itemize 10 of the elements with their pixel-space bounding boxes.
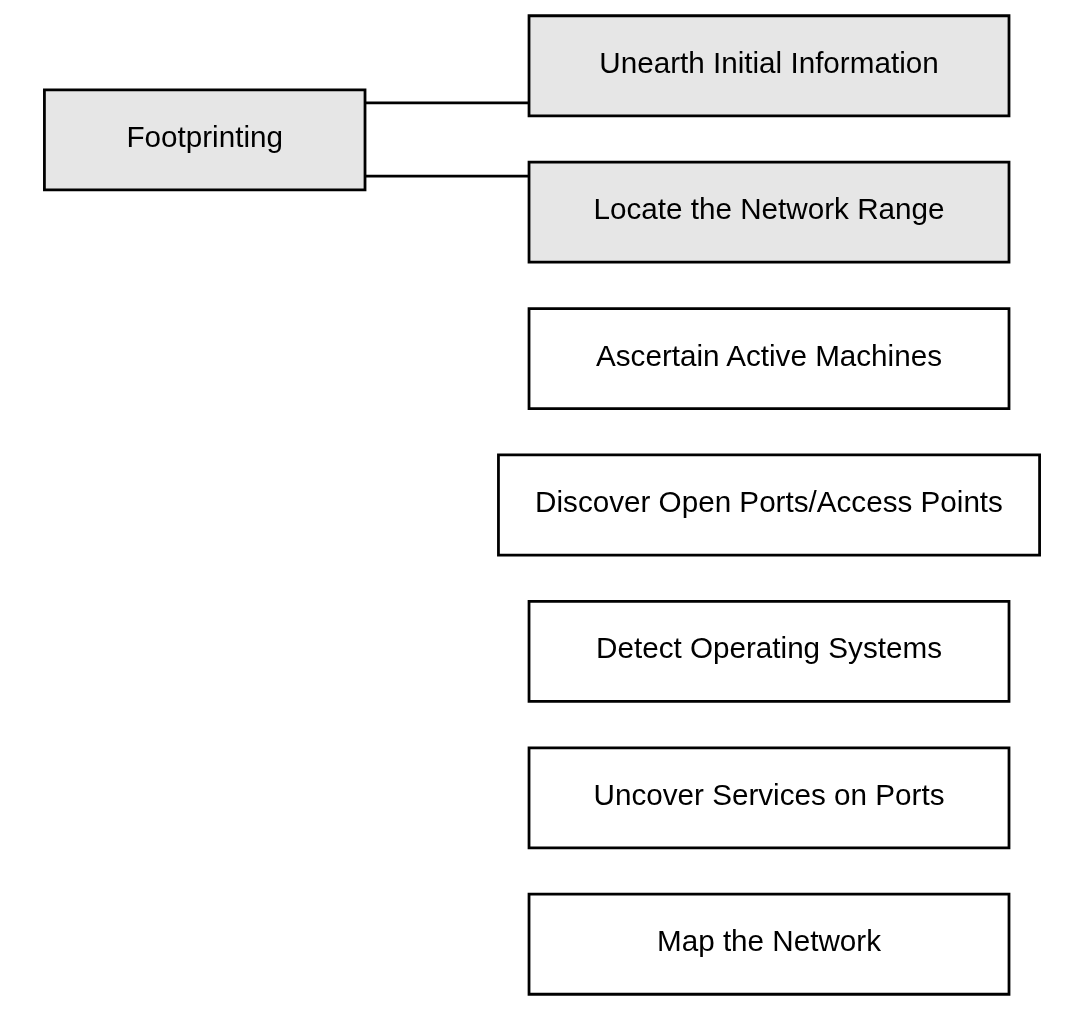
node-box: Locate the Network Range <box>527 160 1010 264</box>
node-box: Map the Network <box>527 892 1010 996</box>
node-box: Uncover Services on Ports <box>527 746 1010 850</box>
node-box: Footprinting <box>42 88 366 192</box>
node-box: Unearth Initial Information <box>527 14 1010 118</box>
connector <box>365 174 529 178</box>
node-box: Discover Open Ports/Access Points <box>496 453 1041 557</box>
node-box: Ascertain Active Machines <box>527 307 1010 410</box>
node-box: Detect Operating Systems <box>527 600 1010 703</box>
connector <box>365 101 529 105</box>
